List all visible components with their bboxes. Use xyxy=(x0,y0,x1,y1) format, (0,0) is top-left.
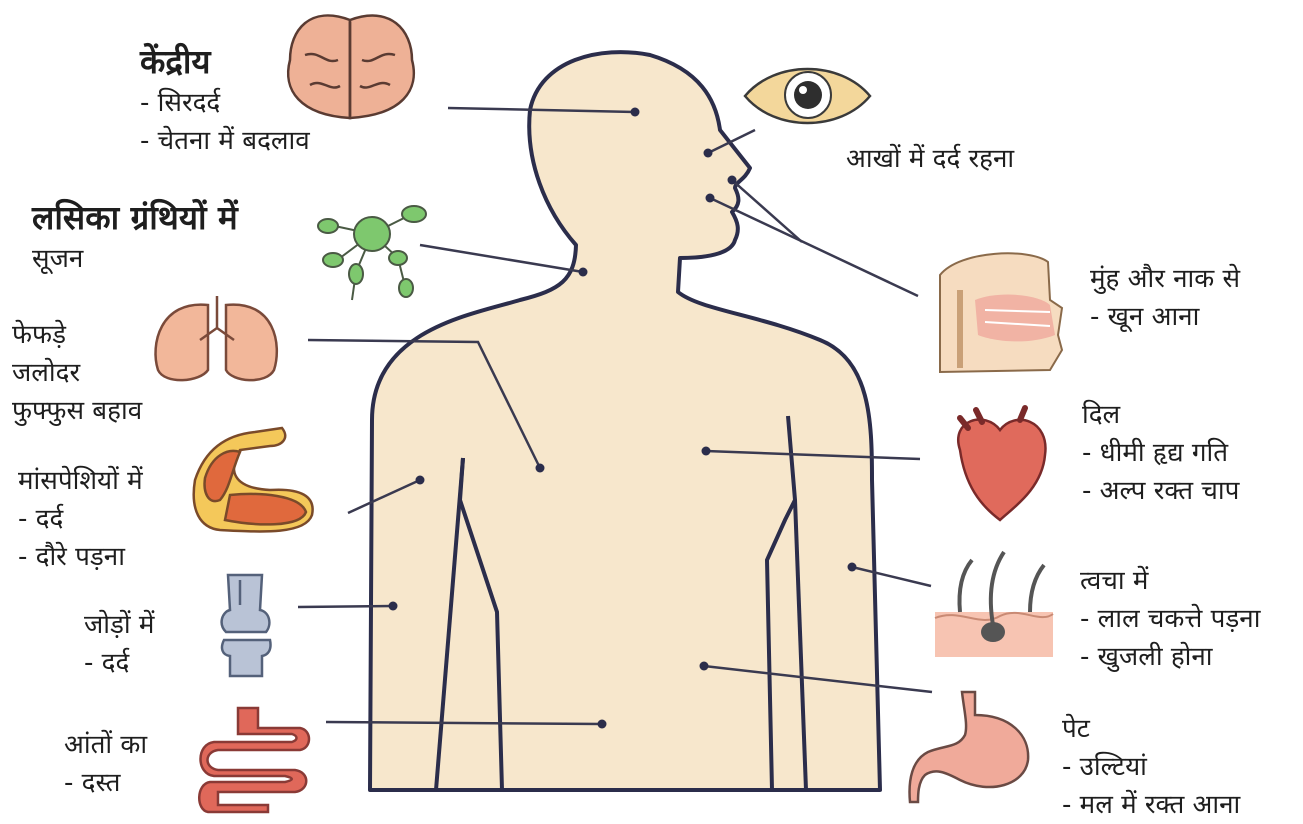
stomach-icon xyxy=(910,692,1029,802)
label-intestines-item-1: - दस्त xyxy=(64,764,147,802)
label-mouth-nose: मुंह और नाक से - खून आना xyxy=(1090,260,1240,336)
label-mouth-nose-item-1: - खून आना xyxy=(1090,298,1240,336)
label-lymph-item-1: सूजन xyxy=(32,240,238,278)
lungs-icon xyxy=(156,296,277,380)
label-joints-title: जोड़ों में xyxy=(84,606,154,644)
label-muscles-title: मांसपेशियों में xyxy=(18,462,143,500)
label-central-item-1: - सिरदर्द xyxy=(140,84,310,122)
nasal-cavity-icon xyxy=(940,253,1062,372)
label-mouth-nose-title: मुंह और नाक से xyxy=(1090,260,1240,298)
label-stomach-item-1: - उल्टियां xyxy=(1062,748,1240,786)
label-stomach-item-2: - मल में रक्त आना xyxy=(1062,786,1240,824)
label-skin-item-2: - खुजली होना xyxy=(1080,638,1260,676)
label-eyes-title: आखों में दर्द रहना xyxy=(846,140,1014,178)
label-lungs: फेफड़े जलोदर फुफ्फुस बहाव xyxy=(12,316,142,430)
label-skin-title: त्वचा में xyxy=(1080,562,1260,600)
label-lungs-title: फेफड़े xyxy=(12,316,142,354)
muscle-arm-icon xyxy=(194,428,313,531)
label-stomach-title: पेट xyxy=(1062,710,1240,748)
label-lungs-item-2: फुफ्फुस बहाव xyxy=(12,392,142,430)
intestine-icon xyxy=(199,708,309,812)
label-joints-item-1: - दर्द xyxy=(84,644,154,682)
label-stomach: पेट - उल्टियां - मल में रक्त आना xyxy=(1062,710,1240,824)
label-eyes: आखों में दर्द रहना xyxy=(846,140,1014,178)
label-muscles: मांसपेशियों में - दर्द - दौरे पड़ना xyxy=(18,462,143,576)
label-intestines: आंतों का - दस्त xyxy=(64,726,147,802)
knee-joint-icon xyxy=(222,575,271,676)
eye-icon xyxy=(745,69,870,123)
label-central: केंद्रीय - सिरदर्द - चेतना में बदलाव xyxy=(140,40,310,160)
label-heart-item-2: - अल्प रक्त चाप xyxy=(1082,472,1239,510)
label-muscles-item-1: - दर्द xyxy=(18,500,143,538)
label-central-title: केंद्रीय xyxy=(140,40,310,84)
label-central-item-2: - चेतना में बदलाव xyxy=(140,122,310,160)
label-heart-title: दिल xyxy=(1082,396,1239,434)
label-intestines-title: आंतों का xyxy=(64,726,147,764)
label-lymph: लसिका ग्रंथियों में सूजन xyxy=(32,196,238,278)
label-lungs-item-1: जलोदर xyxy=(12,354,142,392)
label-joints: जोड़ों में - दर्द xyxy=(84,606,154,682)
label-heart: दिल - धीमी हृद्य गति - अल्प रक्त चाप xyxy=(1082,396,1239,510)
label-lymph-title: लसिका ग्रंथियों में xyxy=(32,196,238,240)
label-skin: त्वचा में - लाल चकत्ते पड़ना - खुजली होन… xyxy=(1080,562,1260,676)
heart-icon xyxy=(958,408,1045,520)
label-skin-item-1: - लाल चकत्ते पड़ना xyxy=(1080,600,1260,638)
label-heart-item-1: - धीमी हृद्य गति xyxy=(1082,434,1239,472)
lymph-node-icon xyxy=(318,206,426,300)
skin-hair-icon xyxy=(935,552,1053,657)
label-muscles-item-2: - दौरे पड़ना xyxy=(18,538,143,576)
